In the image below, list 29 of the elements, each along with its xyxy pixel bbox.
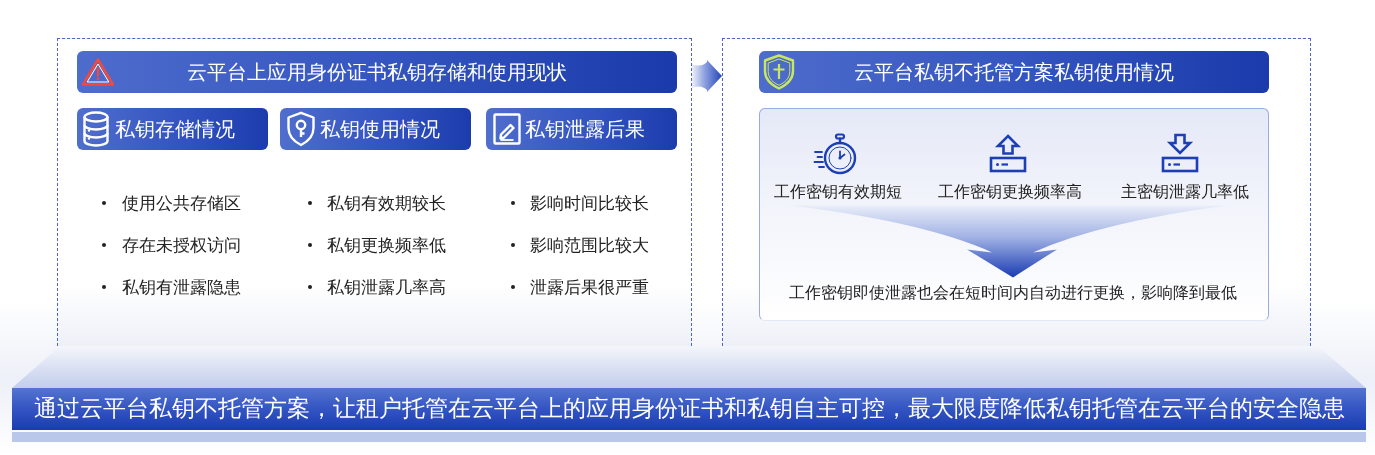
list-item-text: 泄露后果很严重 <box>530 276 649 298</box>
conclusion-text: 工作密钥即使泄露也会在短时间内自动进行更换，影响降到最低 <box>789 283 1237 303</box>
category-header <box>77 108 268 150</box>
title-text: 云平台上应用身份证书私钥存储和使用现状 <box>187 60 567 84</box>
list-item-text: 使用公共存储区 <box>122 192 241 214</box>
feature-label: 工作密钥有效期短 <box>774 182 902 202</box>
dashed-panel <box>722 38 1311 346</box>
title-banner <box>759 51 1269 93</box>
list-item-text: 私钥有效期较长 <box>327 192 446 214</box>
feature-label: 工作密钥更换频率高 <box>938 182 1082 202</box>
content-panel <box>759 108 1269 321</box>
feature-label: 主密钥泄露几率低 <box>1121 182 1249 202</box>
category-header <box>280 108 471 150</box>
title-text: 云平台私钥不托管方案私钥使用情况 <box>854 60 1174 84</box>
list-item-text: 私钥泄露几率高 <box>327 276 446 298</box>
category-header <box>486 108 677 150</box>
summary-text: 通过云平台私钥不托管方案，让租户托管在云平台上的应用身份证书和私钥自主可控，最大限度降低私钥托管在云平台的安全隐患 <box>33 395 1345 423</box>
list-item-text: 私钥有泄露隐患 <box>122 276 241 298</box>
dashed-panel <box>57 38 692 346</box>
block-arrow <box>692 60 722 92</box>
category-text: 私钥存储情况 <box>115 117 235 141</box>
summary-banner <box>12 388 1366 430</box>
category-text: 私钥泄露后果 <box>525 117 645 141</box>
list-item-text: 影响范围比较大 <box>530 234 649 256</box>
title-banner <box>77 51 677 93</box>
list-item-text: 存在未授权访问 <box>122 234 241 256</box>
list-item-text: 私钥更换频率低 <box>327 234 446 256</box>
list-item-text: 影响时间比较长 <box>530 192 649 214</box>
category-text: 私钥使用情况 <box>320 117 440 141</box>
